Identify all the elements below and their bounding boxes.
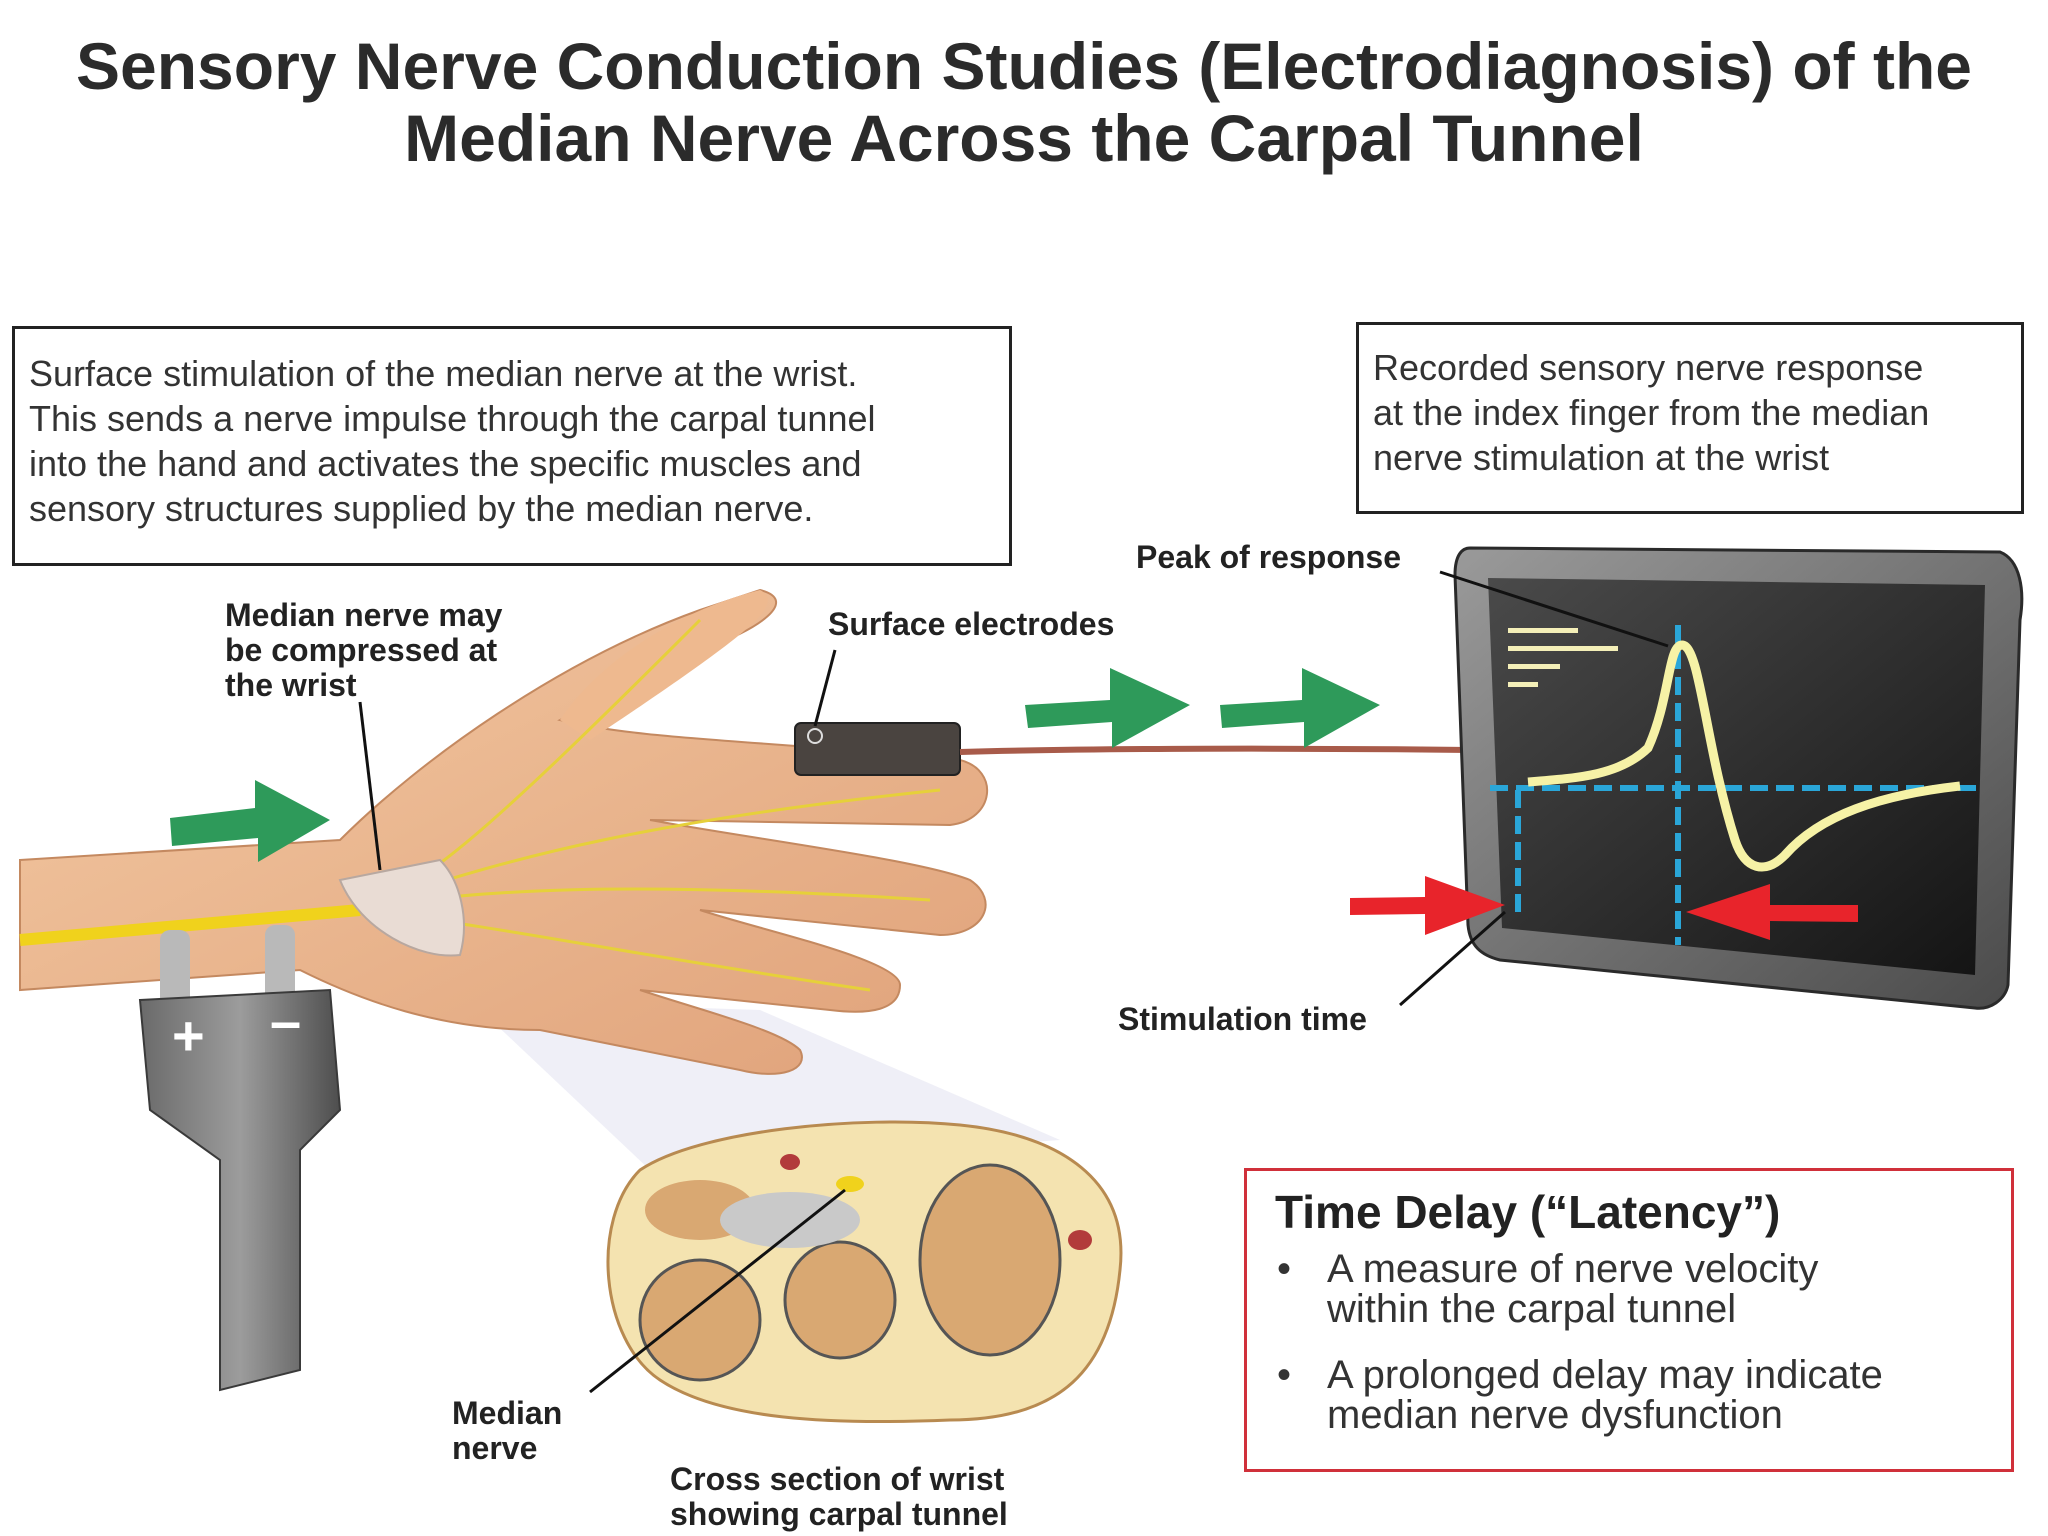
latency-bullet-1: • A measure of nerve velocity within the… — [1275, 1249, 1983, 1329]
minus-sign: – — [270, 989, 301, 1052]
recording-description-box: Recorded sensory nerve response at the i… — [1356, 322, 2024, 514]
surface-electrode — [794, 722, 1471, 776]
bullet-dot: • — [1277, 1247, 1292, 1291]
latency-arrows — [1350, 876, 1858, 940]
stimulation-time-label: Stimulation time — [1118, 1001, 1367, 1037]
bullet-dot: • — [1277, 1353, 1292, 1397]
plus-sign: + — [172, 1004, 205, 1067]
latency-bullet-2-text: A prolonged delay may indicate median ne… — [1327, 1353, 1883, 1437]
median-nerve-label: Median nerve — [452, 1395, 563, 1466]
median-nerve-compressed-label: Median nerve may be compressed at the wr… — [225, 597, 503, 703]
stimulator-probe — [138, 925, 342, 1392]
hand-illustration — [19, 588, 988, 1075]
cross-section-label: Cross section of wrist showing carpal tu… — [670, 1461, 1008, 1532]
leader-lines — [358, 570, 1669, 1394]
peak-of-response-label: Peak of response — [1136, 539, 1401, 575]
surface-electrodes-label: Surface electrodes — [828, 606, 1115, 642]
latency-title: Time Delay (“Latency”) — [1275, 1186, 1781, 1238]
response-trace — [1527, 640, 1961, 872]
latency-box: Time Delay (“Latency”) • A measure of ne… — [1244, 1168, 2014, 1472]
latency-bullet-2: • A prolonged delay may indicate median … — [1275, 1355, 1983, 1435]
title-line-1: Sensory Nerve Conduction Studies (Electr… — [76, 29, 1972, 103]
wrist-cross-section — [606, 1120, 1123, 1424]
signal-arrows — [170, 668, 1380, 862]
stimulation-description-box: Surface stimulation of the median nerve … — [12, 326, 1012, 566]
recording-description-text: Recorded sensory nerve response at the i… — [1373, 347, 1930, 478]
stimulation-description-text: Surface stimulation of the median nerve … — [29, 353, 876, 529]
oscilloscope-monitor — [1453, 546, 2024, 1010]
title-line-2: Median Nerve Across the Carpal Tunnel — [404, 101, 1644, 175]
latency-bullet-1-text: A measure of nerve velocity within the c… — [1327, 1247, 1819, 1331]
page-title: Sensory Nerve Conduction Studies (Electr… — [0, 30, 2048, 174]
